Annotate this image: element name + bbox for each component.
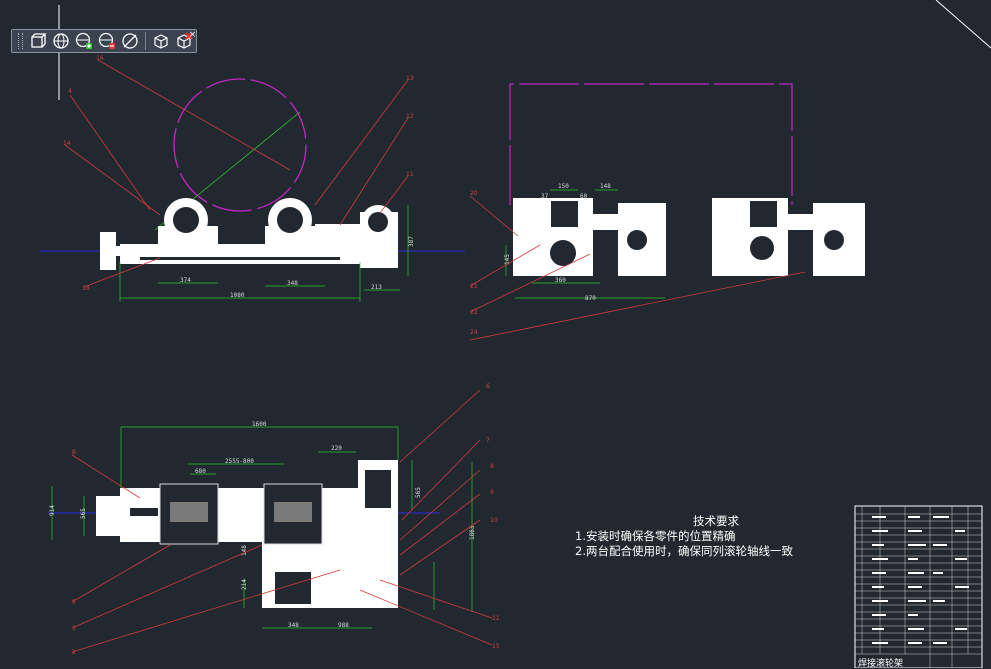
callout-label: 4	[68, 88, 72, 95]
tech-requirements: 技术要求 1.安装时确保各零件的位置精确 2.两台配合使用时，确保同列滚轮轴线一…	[575, 514, 793, 559]
plan-view[interactable]: 1600 220 2555-800 680 348 988 914 565 14…	[48, 383, 500, 656]
globe-zoom-out-icon	[98, 32, 115, 49]
dim-label: 1600	[252, 421, 267, 428]
callout-label: 22	[470, 309, 478, 316]
side-view[interactable]: 150 148 60 37 145 360 870 20 21 22 24	[469, 83, 865, 341]
plan-dims	[51, 426, 473, 629]
view-cube-icon	[31, 33, 47, 48]
callout-label: 18	[82, 285, 90, 292]
callout-label: 8	[490, 463, 494, 470]
callout-label: 7	[486, 437, 490, 444]
callout-label: 12	[406, 113, 414, 120]
callout-label: 21	[470, 283, 478, 290]
front-view[interactable]: 374 348 1080 213 387 4 14 18 13 12 11 16	[40, 55, 465, 302]
dim-label: 150	[558, 183, 569, 190]
callout-label: 11	[406, 171, 414, 178]
callout-label: 13	[406, 75, 414, 82]
dim-label: 1080	[230, 292, 245, 299]
dim-label: 374	[180, 277, 191, 284]
globe-orbit-icon	[53, 33, 69, 49]
dim-label: 220	[331, 445, 342, 452]
front-voids	[140, 207, 388, 260]
globe-clear-icon	[122, 33, 138, 49]
dim-label: 348	[288, 622, 299, 629]
box-3d-button[interactable]	[151, 31, 171, 51]
table-grid	[855, 506, 982, 668]
callout-label: 9	[490, 489, 494, 496]
tech-requirements-title: 技术要求	[693, 514, 739, 528]
callout-label: 10	[490, 517, 498, 524]
dim-label: 148	[241, 545, 248, 556]
dim-label: 387	[408, 236, 415, 247]
dim-label: 37	[541, 193, 549, 200]
front-leaders	[64, 59, 409, 288]
workpiece-outline	[509, 83, 793, 205]
side-voids	[550, 201, 844, 266]
dim-label: 565	[415, 487, 422, 498]
zoom-out-button[interactable]	[97, 31, 117, 51]
parts-list-table[interactable]	[854, 505, 983, 668]
globe-zoom-in-icon	[75, 32, 92, 49]
callout-label: 24	[470, 329, 478, 336]
tech-requirement-item: 2.两台配合使用时，确保同列滚轮轴线一致	[575, 544, 793, 558]
table-cell-text	[872, 516, 969, 644]
clear-button[interactable]	[120, 31, 140, 51]
plan-roller-mesh	[170, 502, 312, 522]
dim-label: 145	[504, 254, 511, 265]
view-toolbar[interactable]: ×	[11, 29, 197, 53]
toolbar-close-button[interactable]: ×	[188, 30, 197, 40]
front-dims	[119, 205, 409, 302]
dim-label: 988	[338, 622, 349, 629]
box-3d-icon	[154, 34, 168, 49]
box-delete-icon	[177, 32, 193, 49]
zoom-in-button[interactable]	[74, 31, 94, 51]
dim-label: 914	[49, 505, 56, 516]
box-delete-button[interactable]	[174, 31, 194, 51]
callout-label: 16	[96, 55, 104, 62]
callout-label: 6	[486, 383, 490, 390]
construction-line	[935, 0, 991, 49]
title-block-name: 焊接滚轮架	[858, 659, 904, 669]
workpiece-circle	[173, 78, 307, 212]
dim-label: 1863	[469, 525, 476, 540]
dim-label: 148	[600, 183, 611, 190]
side-body-left	[513, 198, 666, 276]
orbit-button[interactable]	[51, 31, 71, 51]
callout-label: 14	[63, 140, 71, 147]
callout-label: 11	[492, 615, 500, 622]
callout-label: 5	[72, 599, 76, 606]
view-cube-button[interactable]	[28, 31, 48, 51]
dim-label: 565	[80, 508, 87, 519]
callout-label: 2	[72, 649, 76, 656]
dim-label: 360	[555, 277, 566, 284]
dim-label: 680	[195, 468, 206, 475]
dim-label: 60	[580, 193, 588, 200]
side-dims	[505, 189, 665, 299]
tech-requirement-item: 1.安装时确保各零件的位置精确	[575, 529, 736, 543]
callout-label: 15	[492, 643, 500, 650]
dim-label: 348	[287, 280, 298, 287]
dim-label: 214	[241, 579, 248, 590]
toolbar-separator	[145, 32, 146, 50]
dim-label: 870	[585, 295, 596, 302]
toolbar-grip[interactable]	[18, 33, 23, 49]
dim-label: 2555-800	[225, 458, 254, 465]
callout-label: 20	[470, 190, 478, 197]
callout-label: 8	[72, 449, 76, 456]
dim-label: 213	[371, 284, 382, 291]
plan-leaders	[71, 389, 493, 653]
side-leaders	[469, 195, 806, 341]
callout-label: 3	[72, 625, 76, 632]
